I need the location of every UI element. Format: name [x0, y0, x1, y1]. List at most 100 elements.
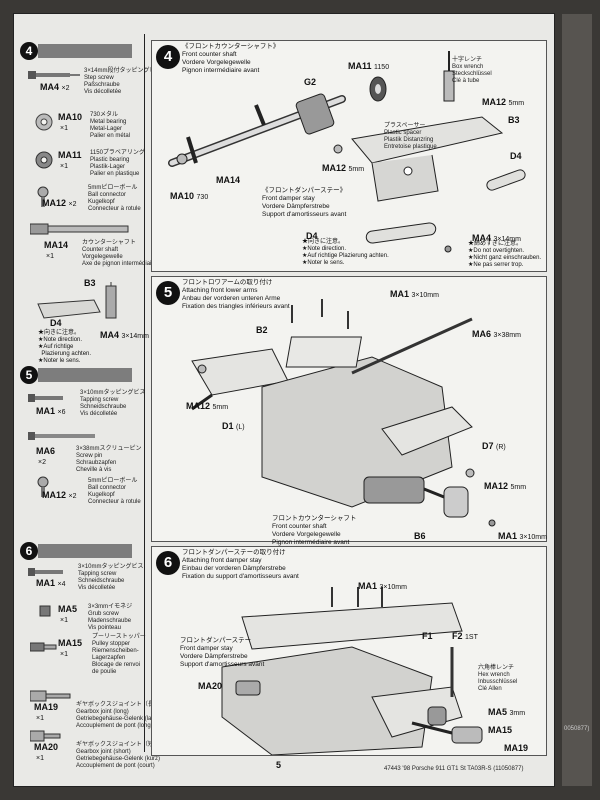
part-qty: ×2	[38, 459, 46, 466]
part-qty: ×2	[68, 201, 77, 208]
part-desc-ma6: 3×38mmスクリューピン Screw pin Schraubzapfen Ch…	[76, 446, 142, 473]
step-title: 《フロントカウンターシャフト》 Front counter shaft Vord…	[182, 43, 280, 74]
label-size: 3×10mm	[411, 292, 439, 299]
label-ma11: MA11	[348, 61, 372, 71]
label-size: 5mm	[508, 100, 525, 107]
label-size: 3×38mm	[493, 332, 521, 339]
step-number: 6	[156, 551, 180, 575]
plastic-spacer-text: プラスペーサー Plastic spacer Plastik Distanzri…	[384, 123, 437, 150]
manual-page: 4 MA4 ×2 3×14mm段付タッピングビス Step screw Paßs…	[14, 14, 554, 786]
part-desc-ma19: ギヤボックスジョイント（長） Gearbox joint (long) Getr…	[76, 702, 160, 729]
front-counter-shaft-note: フロントカウンターシャフト Front counter shaft Vorder…	[272, 515, 357, 546]
step4-drawing	[168, 51, 526, 253]
part-qty: ×1	[36, 755, 44, 762]
label-size: 5mm	[212, 404, 229, 411]
part-desc-ma10: 730メタル Metal bearing Metal-Lager Palier …	[90, 112, 131, 139]
edge-text: 0050877)	[564, 726, 590, 732]
sidebar-header-bar	[38, 544, 132, 558]
part-code-ma15: MA15	[58, 638, 83, 648]
label-ma12: MA12	[186, 401, 211, 411]
label-d4: D4	[50, 318, 62, 328]
label-ma14: MA14	[216, 175, 241, 185]
label-side: (R)	[496, 444, 506, 451]
label-g2: G2	[304, 77, 317, 87]
part-code-ma12: MA12	[42, 490, 67, 500]
counter-shaft-icon	[30, 223, 129, 235]
label-size: 1ST	[465, 634, 478, 641]
part-qty: ×1	[60, 125, 68, 132]
label-ma1: MA1	[358, 581, 378, 591]
label-size: 3mm	[509, 710, 526, 717]
label-d4: D4	[510, 151, 522, 161]
label-size: 3×14mm	[121, 333, 149, 340]
step5-drawing	[191, 299, 496, 527]
label-d4: D4	[306, 231, 318, 241]
label-size: 3×10mm	[519, 534, 547, 541]
label-b2: B2	[256, 325, 268, 335]
part-desc-ma4: 3×14mm段付タッピングビス Step screw Paßschraube V…	[84, 68, 162, 95]
plastic-bearing-icon	[35, 151, 53, 169]
part-qty: ×1	[60, 617, 68, 624]
label-size: 3×14mm	[493, 236, 521, 243]
part-code-ma6: MA6	[36, 446, 56, 456]
part-desc-ma20: ギヤボックスジョイント（短） Gearbox joint (short) Get…	[76, 742, 161, 769]
tapping-screw-icon	[28, 568, 63, 576]
label-f2: F2	[452, 631, 463, 641]
part-code-ma10: MA10	[58, 112, 83, 122]
part-desc-ma5: 3×3mmイモネジ Grub screw Madenschraube Vis p…	[88, 604, 133, 631]
label-ma19: MA19	[504, 743, 529, 753]
part-code-ma11: MA11	[58, 150, 82, 160]
label-d7: D7	[482, 441, 494, 451]
label-f1: F1	[422, 631, 433, 641]
label-d1: D1	[222, 421, 234, 431]
column-divider	[144, 34, 145, 752]
sidebar-step-number: 4	[20, 42, 38, 60]
part-desc-ma1: 3×10mmタッピングビス Tapping screw Schneidschra…	[78, 564, 144, 591]
label-size: 1150	[374, 64, 390, 71]
ball-connector-icon	[37, 186, 49, 207]
label-ma12: MA12	[484, 481, 509, 491]
part-desc-ma11: 1150プラベアリング Plastic bearing Plastik-Lage…	[90, 150, 145, 177]
tapping-screw-icon	[28, 394, 63, 402]
part-qty: ×1	[60, 163, 68, 170]
label-ma4: MA4	[100, 330, 120, 340]
d4-direction-note: ★向きに注意。 ★Note direction. ★Auf richtige P…	[302, 239, 389, 266]
metal-bearing-icon	[35, 113, 53, 131]
page-edge: 0050877)	[562, 14, 592, 786]
box-wrench-text: 十字レンチ Box wrench Steckschlüssel Clé à tu…	[452, 57, 492, 84]
sidebar-step-number: 6	[20, 542, 38, 560]
step-number: 4	[156, 45, 180, 69]
label-b3: B3	[84, 278, 96, 288]
part-desc-ma12: 5mmピローボール Ball connector Kugelkopf Conne…	[88, 185, 141, 212]
label-ma12: MA12	[322, 163, 347, 173]
label-ma1: MA1	[498, 531, 518, 541]
part-qty: ×2	[61, 85, 70, 92]
label-ma15: MA15	[488, 725, 513, 735]
label-ma12: MA12	[482, 97, 507, 107]
part-desc-ma1: 3×10mmタッピングビス Tapping screw Schneidschra…	[80, 390, 146, 417]
part-desc-ma12: 5mmピローボール Ball connector Kugelkopf Conne…	[88, 478, 141, 505]
label-size: 5mm	[510, 484, 527, 491]
label-size: 3×10mm	[379, 584, 407, 591]
gearbox-joint-short-icon	[30, 730, 61, 742]
part-code-ma20: MA20	[34, 742, 59, 752]
part-qty: ×1	[46, 253, 54, 260]
part-desc-ma15: プーリーストッパー Pulley stopper Riemenscheiben-…	[92, 634, 146, 675]
gearbox-joint-long-icon	[30, 690, 71, 702]
d4-b3-assembly-drawing	[37, 282, 117, 319]
part-qty: ×6	[57, 409, 66, 416]
part-qty: ×2	[68, 493, 77, 500]
label-b6: B6	[414, 531, 426, 541]
part-code-ma1: MA1	[36, 406, 56, 416]
part-code-ma12: MA12	[42, 198, 67, 208]
part-code-ma1: MA1	[36, 578, 56, 588]
screw-pin-icon	[28, 432, 95, 440]
part-desc-ma14: カウンターシャフト Counter shaft Vorgelegewelle A…	[82, 240, 157, 267]
label-size: 730	[196, 194, 209, 201]
step-number: 5	[156, 281, 180, 305]
label-ma1: MA1	[390, 289, 410, 299]
sidebar-step-number: 5	[20, 366, 38, 384]
part-qty: ×1	[60, 651, 68, 658]
damper-stay-title: 《フロントダンパーステー》 Front damper stay Vordere …	[262, 187, 347, 218]
step-screw-icon	[28, 71, 80, 79]
